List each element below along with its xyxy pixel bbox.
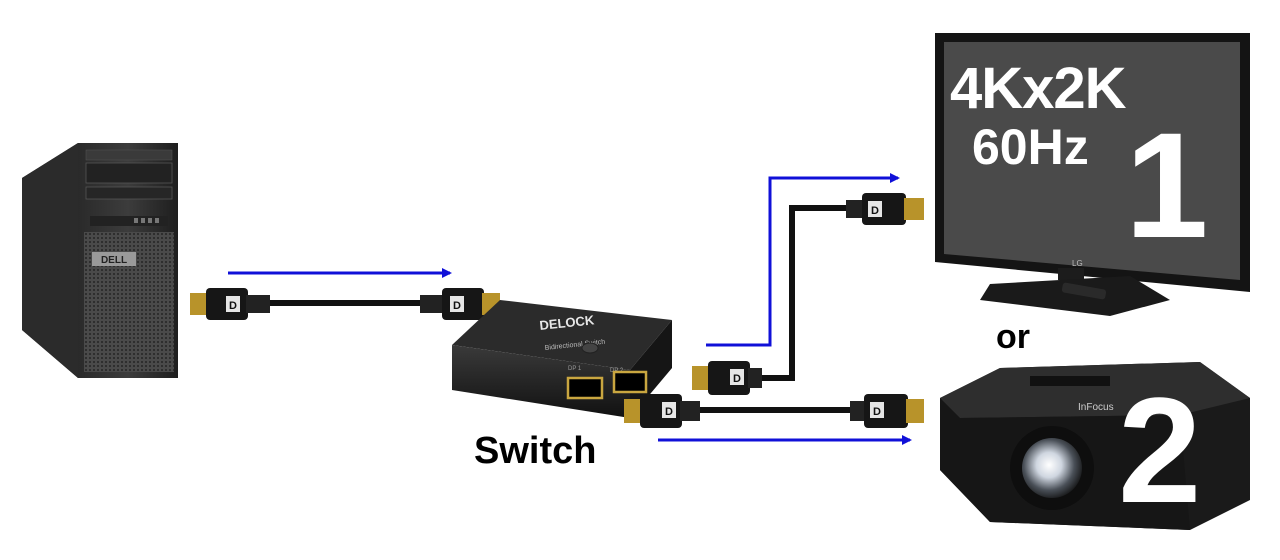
svg-text:D: D <box>873 406 881 418</box>
dell-logo: DELL <box>101 255 127 266</box>
port-dp2 <box>612 370 648 394</box>
cable-switch-to-projector: D D <box>624 394 924 428</box>
monitor-number: 1 <box>1125 101 1209 269</box>
switch-caption: Switch <box>474 430 597 472</box>
projector: InFocus <box>940 362 1250 530</box>
computer-tower: DELL <box>22 143 178 378</box>
cable-switch-to-monitor: D D <box>692 193 924 395</box>
svg-text:D: D <box>453 300 461 312</box>
monitor-refresh-text: 60Hz <box>972 119 1089 175</box>
cable-pc-to-switch: D D <box>190 288 500 320</box>
delock-logo: DELOCK <box>539 312 596 333</box>
monitor: LG <box>935 33 1250 316</box>
svg-text:D: D <box>733 373 741 385</box>
port-dp1 <box>566 376 604 400</box>
port-dp1-label: DP 1 <box>568 366 582 372</box>
or-text: or <box>996 318 1030 356</box>
displayport-switch: DELOCK Bidirectional Switch DP 1 DP 2 <box>452 300 672 418</box>
lg-logo: LG <box>1072 259 1083 268</box>
svg-text:D: D <box>665 406 673 418</box>
projector-number: 2 <box>1118 366 1202 534</box>
signal-arrow-2 <box>706 173 900 347</box>
svg-text:D: D <box>229 300 237 312</box>
monitor-resolution-text: 4Kx2K <box>950 56 1127 121</box>
svg-text:D: D <box>871 205 879 217</box>
infocus-logo: InFocus <box>1078 402 1114 413</box>
